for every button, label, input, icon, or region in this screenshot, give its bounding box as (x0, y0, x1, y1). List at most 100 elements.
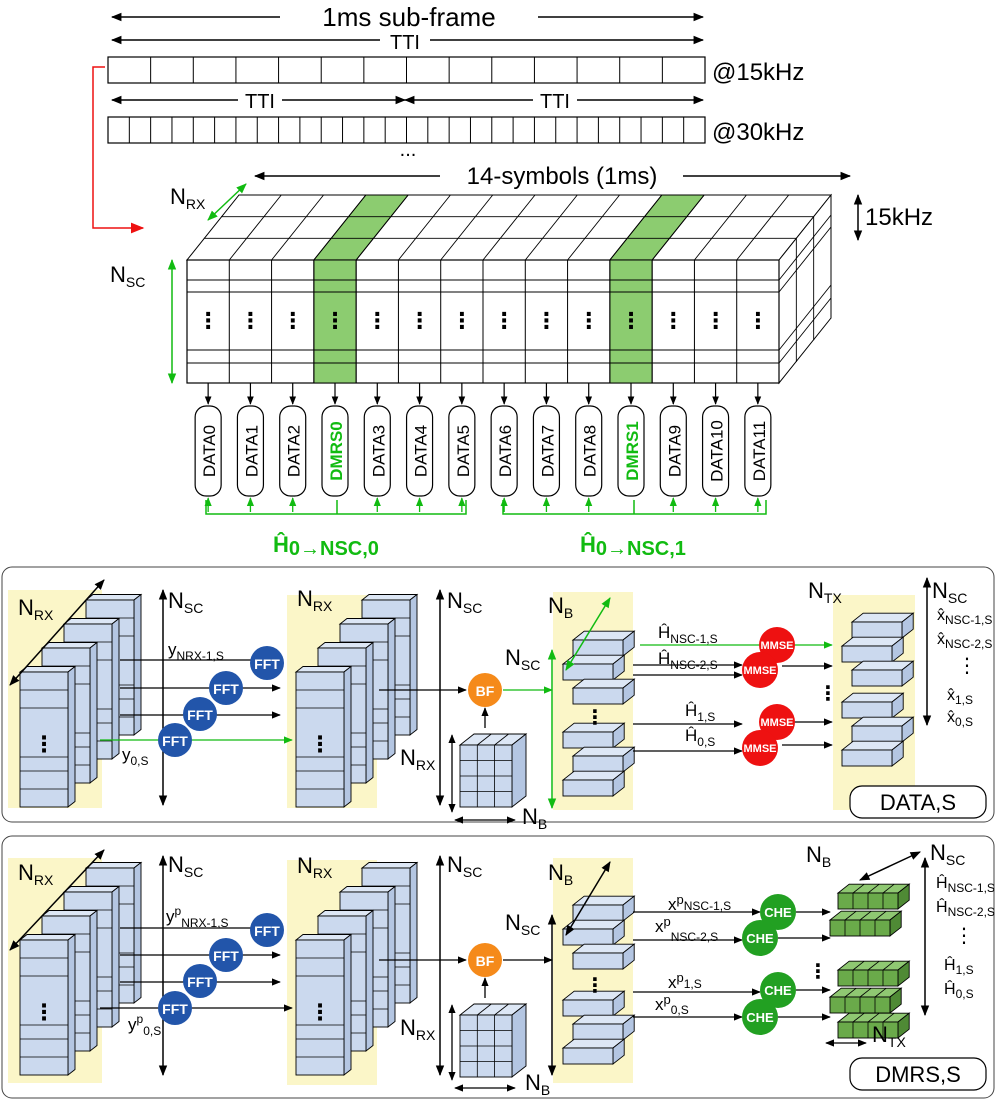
rate-label-30khz: @30kHz (712, 119, 804, 146)
dmrs-nb-arrow-right (859, 851, 921, 881)
data-bf-weight-matrix (458, 733, 528, 808)
svg-text:CHE: CHE (764, 983, 792, 998)
scs-label: 15kHz (865, 204, 933, 231)
grid-top-line (482, 194, 536, 261)
grid-top-line (567, 194, 620, 261)
data-fft-block-3: FFT (183, 697, 217, 731)
grid-column-dots: ⋮ (451, 308, 473, 333)
slot-grid-30khz (107, 116, 706, 144)
data-h-label-3: Ĥ1,S (685, 701, 715, 724)
data-x-label-1: x̂NSC-1,S (937, 607, 992, 627)
rate-label-15khz: @15kHz (712, 59, 804, 86)
data-rx-slice-side (67, 665, 76, 808)
dmrs-fft-slice-side (343, 933, 352, 1076)
grid-column-dots: ⋮ (662, 308, 684, 333)
data-h-label-4: Ĥ0,S (685, 726, 715, 749)
grid-side-line (778, 226, 832, 293)
dmrs-che-block-col (867, 883, 880, 894)
channel-estimate-label-1: Ĥ0→NSC,1 (580, 532, 686, 560)
tti-label-30khz-2: TTI (540, 91, 570, 113)
dmrs-che-block-col (882, 960, 895, 971)
dmrs-che-block-4: CHE (742, 999, 778, 1035)
data-bf-nrx-label: NRX (400, 745, 436, 773)
dmrs-bf-matrix-side (511, 1003, 527, 1078)
grid-top-line (440, 194, 494, 261)
data-bf-nb-label: NB (522, 804, 547, 832)
slot-grid-15khz (107, 56, 706, 84)
grid-top-line (355, 194, 409, 261)
data-fft-slice-top (338, 618, 397, 625)
channel-estimate-bracket-0 (205, 500, 467, 515)
dmrs-beam-block-front (572, 904, 624, 922)
grid-column-dots: ⋮ (578, 308, 600, 333)
dmrs-che-block-col (859, 987, 872, 998)
svg-text:FFT: FFT (254, 656, 280, 672)
dmrs-fft-slice-front (295, 939, 345, 1076)
dmrs-nb-arrow (565, 861, 611, 936)
grid-top-line (271, 194, 324, 261)
dmrs-panel-tag-box (849, 1057, 987, 1091)
dmrs-nrx-label-2: NRX (297, 853, 333, 881)
dmrs-fft-slice-top (360, 862, 419, 869)
data-fft-slice-side (409, 593, 418, 736)
svg-text:FFT: FFT (162, 1001, 188, 1017)
dmrs-nsc-label-2: NSC (447, 852, 482, 880)
data-mmse-block-2: MMSE (742, 652, 778, 688)
symbol-box (490, 405, 518, 497)
symbol-label: DATA11 (750, 421, 769, 481)
dmrs-rx-slice-top (62, 886, 121, 893)
dmrs-rx-slice-front (19, 939, 69, 1076)
data-fft-slice-side (387, 617, 396, 760)
dmrs-bf-matrix-col (477, 1003, 492, 1016)
dmrs-che-block-col (859, 910, 872, 921)
symbol-box (744, 405, 772, 497)
svg-text:MMSE: MMSE (744, 743, 777, 755)
data-tx-block-front (851, 725, 903, 743)
dmrs-fft-block-4: FFT (158, 991, 192, 1025)
grid-top-line (694, 194, 747, 261)
svg-text:FFT: FFT (187, 974, 213, 990)
data-fft-block-1: FFT (250, 646, 284, 680)
svg-text:MMSE: MMSE (761, 640, 794, 652)
data-processing-panel: ⋮ ⋮ ⋮ ⋮ NRX NSC NRX NSC NB NSC NTX NSC (1, 566, 995, 832)
data-h-label-2: ĤNSC-2,S (658, 649, 718, 672)
data-nsc-label-3: NSC (505, 645, 540, 673)
dmrs-rx-slice-top (18, 934, 77, 941)
dmrs-fft-slice-top (316, 910, 375, 917)
dmrs-flow-arrows (100, 908, 831, 1021)
symbol-box (236, 405, 265, 497)
dmrs-rx-dots: ⋮ (33, 1000, 55, 1025)
dmrs-che-block-col (852, 1012, 865, 1023)
data-nsc-label-2: NSC (447, 588, 482, 616)
data-fft-slice-front (295, 671, 345, 808)
grid-column-dots: ⋮ (747, 308, 769, 333)
data-tx-block-front (841, 645, 893, 663)
tti-label-15khz: TTI (390, 32, 420, 54)
data-fft-slice-side (343, 665, 352, 808)
data-fft-block-4: FFT (158, 723, 192, 757)
data-rx-slice-top (62, 618, 121, 625)
dmrs-rx-slice-top (84, 862, 143, 869)
symbol-box (448, 405, 476, 497)
data-x-label-3: x̂1,S (947, 687, 973, 707)
data-h-label-1: ĤNSC-1,S (658, 623, 718, 646)
dmrs-fft-block-2: FFT (209, 938, 243, 972)
dmrs-che-block-3: CHE (760, 972, 796, 1008)
dmrs-che-block-col (844, 910, 857, 921)
data-panel-tag-box (849, 785, 987, 819)
symbol-label: DATA1 (242, 425, 261, 477)
dmrs-nsc-label-3: NSC (505, 910, 540, 938)
data-beam-block-front (562, 663, 614, 681)
dmrs-h-label-2: ĤNSC-2,S (936, 897, 995, 919)
nsc-label: NSC (110, 262, 145, 290)
dmrs-che-block-2: CHE (742, 920, 778, 956)
grid-column-dots: ⋮ (366, 308, 388, 333)
dmrs-fft-block-3: FFT (183, 964, 217, 998)
dmrs-xp-label-4: xp0,S (655, 992, 689, 1017)
symbol-label: DATA4 (412, 425, 431, 477)
data-nsc-label-4: NSC (932, 578, 967, 606)
dmrs-nb-label-right: NB (806, 842, 831, 870)
svg-text:CHE: CHE (764, 905, 792, 920)
dmrs-nrx-arrow-1 (9, 849, 105, 951)
